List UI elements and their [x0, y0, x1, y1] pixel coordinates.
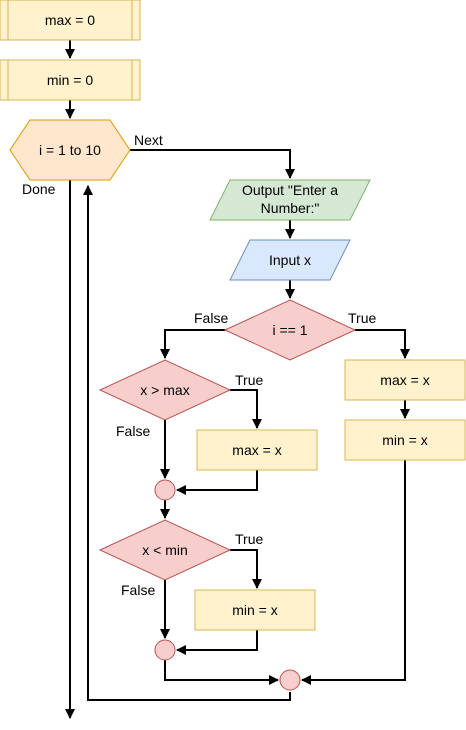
set-max-label: max = x — [232, 442, 281, 458]
node-set-max: max = x — [196, 429, 318, 471]
edge-loop-next — [130, 149, 295, 179]
label-next: Next — [134, 132, 163, 148]
node-cond-min: x < min — [98, 519, 232, 581]
edge-set-min-to-merge2 — [176, 630, 258, 655]
edge-loop-back — [83, 185, 291, 701]
cond-max-label: x > max — [140, 382, 189, 398]
node-set-min-first: min = x — [344, 419, 466, 461]
edge-cond-max-true — [230, 389, 262, 429]
edge-cond-min-true — [230, 549, 262, 589]
node-min-init: min = 0 — [0, 59, 141, 101]
node-cond-first: i == 1 — [223, 299, 357, 361]
set-min-first-label: min = x — [382, 432, 428, 448]
cond-first-label: i == 1 — [272, 322, 307, 338]
edge-set-min-first-to-merge-final — [301, 460, 406, 685]
merge-connector-1 — [154, 479, 176, 501]
min-init-label: min = 0 — [47, 72, 94, 88]
label-min-true: True — [235, 531, 263, 547]
label-first-false: False — [194, 310, 228, 326]
label-done: Done — [22, 181, 56, 197]
label-first-true: True — [348, 310, 376, 326]
max-init-label: max = 0 — [45, 12, 95, 28]
cond-min-label: x < min — [142, 542, 188, 558]
node-input: Input x — [229, 239, 351, 281]
node-loop: i = 1 to 10 — [9, 119, 131, 181]
edge-cond-first-true — [355, 329, 410, 359]
edge-set-max-to-merge1 — [176, 470, 258, 495]
output-label-line2: Number:" — [261, 200, 320, 216]
node-output: Output "Enter a Number:" — [209, 179, 371, 221]
output-label-line1: Output "Enter a — [242, 182, 338, 198]
node-cond-max: x > max — [98, 359, 232, 421]
label-max-true: True — [235, 372, 263, 388]
merge-connector-final — [279, 669, 301, 691]
edge-cond-first-false — [160, 329, 225, 359]
set-max-first-label: max = x — [380, 372, 429, 388]
input-label: Input x — [269, 252, 311, 268]
node-max-init: max = 0 — [0, 0, 141, 41]
edge-merge2-to-merge-final — [164, 660, 279, 685]
merge-connector-2 — [154, 639, 176, 661]
label-min-false: False — [121, 582, 155, 598]
node-set-min: min = x — [194, 589, 316, 631]
node-set-max-first: max = x — [344, 359, 466, 401]
label-max-false: False — [116, 423, 150, 439]
edges — [65, 40, 410, 719]
loop-label: i = 1 to 10 — [39, 142, 101, 158]
set-min-label: min = x — [232, 602, 278, 618]
